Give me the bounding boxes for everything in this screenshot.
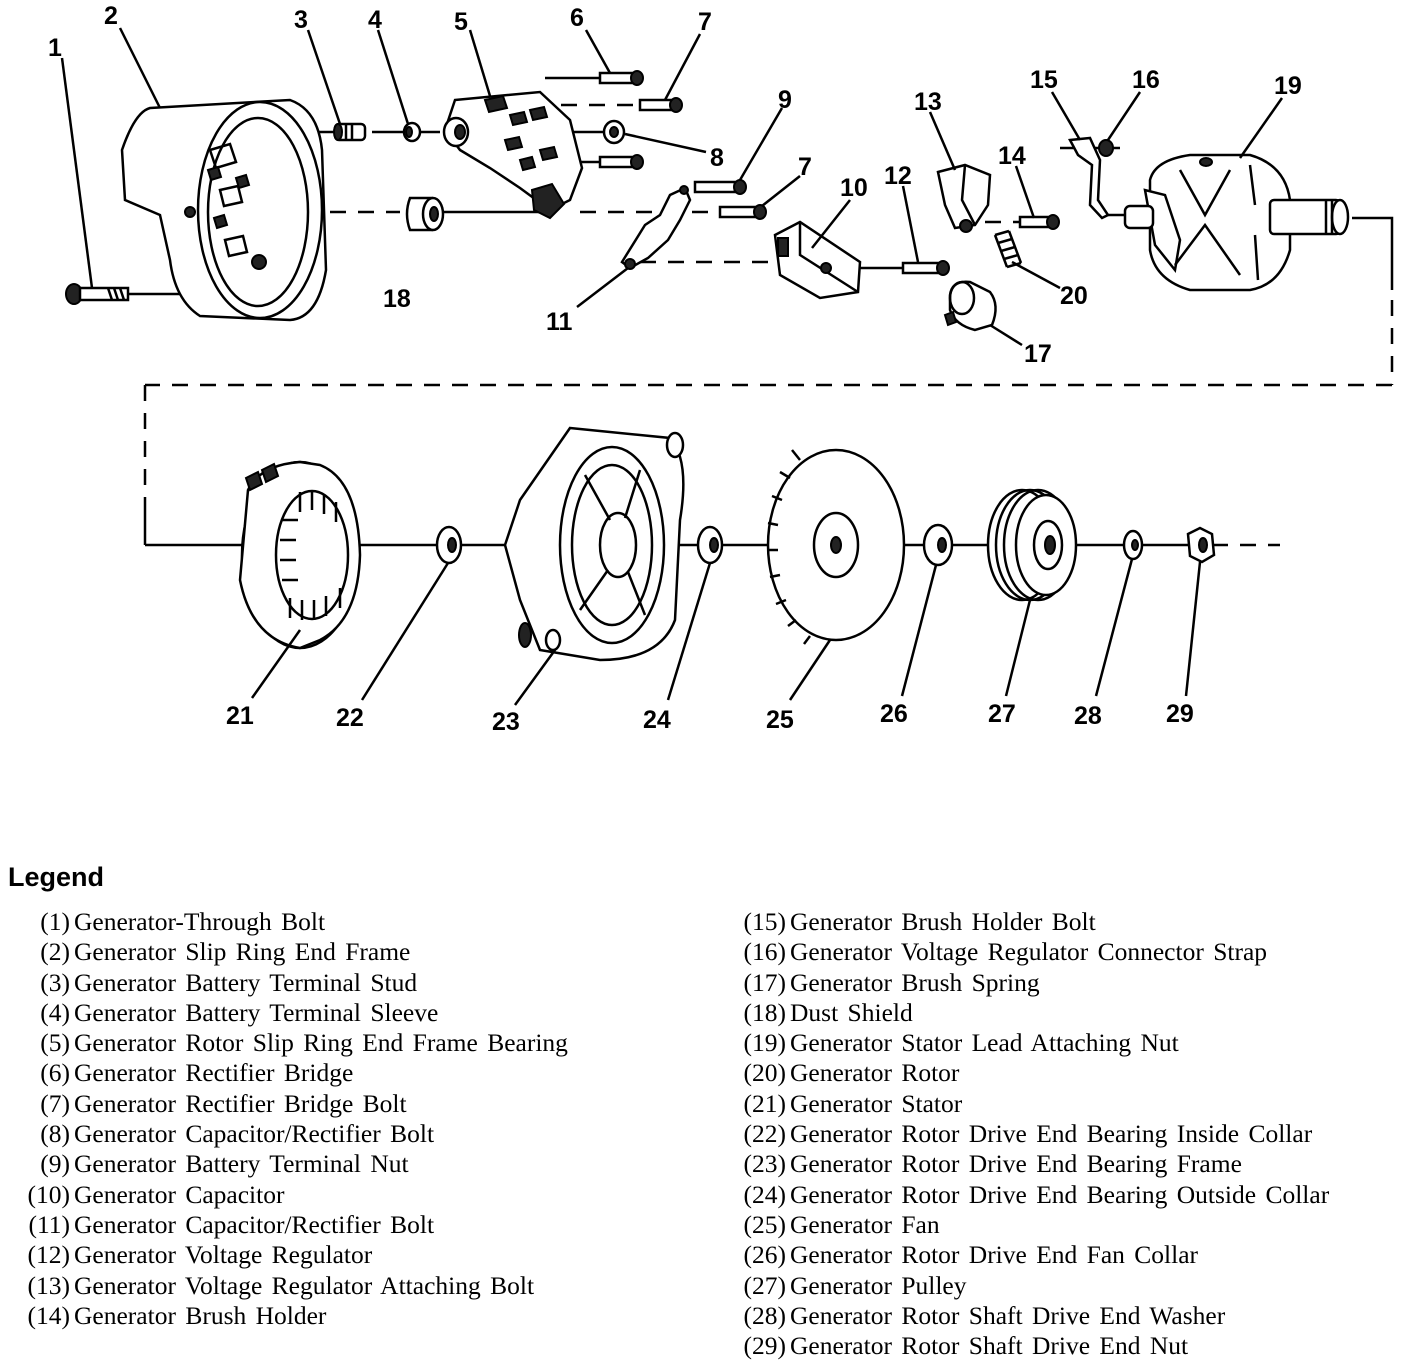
legend-item: (10)Generator Capacitor	[27, 1179, 285, 1209]
fan-collar	[922, 523, 954, 567]
legend-item: (1)Generator-Through Bolt	[40, 907, 326, 936]
legend-item: (4)Generator Battery Terminal Sleeve	[40, 997, 439, 1027]
legend-item: (14)Generator Brush Holder	[27, 1300, 327, 1330]
legend-item: (23)Generator Rotor Drive End Bearing Fr…	[743, 1149, 1242, 1179]
callout-29: 29	[1166, 700, 1194, 728]
regulator-attaching-bolt	[901, 260, 950, 276]
callout-17: 20	[1060, 282, 1088, 310]
through-bolt	[65, 283, 130, 305]
callout-20: 19	[1274, 72, 1302, 100]
callout-7-upper: 6	[570, 4, 584, 32]
rectifier-bridge-bolt-upper	[598, 70, 644, 86]
legend-title: Legend	[8, 862, 105, 892]
legend-right-column: (15)Generator Brush Holder Bolt (16)Gene…	[726, 907, 1330, 1361]
leader-lines	[60, 27, 1284, 706]
callout-9: 8	[710, 144, 724, 172]
callout-labels: 1 2 3 4 5 6 7 8 9 7 11 10 12 13 14 15 16…	[48, 2, 1302, 736]
legend-item: (19)Generator Stator Lead Attaching Nut	[743, 1028, 1179, 1058]
callout-8: 7	[698, 8, 712, 36]
callout-22: 22	[336, 704, 364, 732]
callout-1: 1	[48, 34, 62, 62]
brush-holder-bolt	[1018, 214, 1060, 230]
fan	[766, 448, 906, 645]
callout-26: 26	[880, 700, 908, 728]
legend-item: (11)Generator Capacitor/Rectifier Bolt	[28, 1209, 435, 1239]
legend-item: (3)Generator Battery Terminal Stud	[40, 967, 418, 997]
legend-item: (6)Generator Rectifier Bridge	[40, 1058, 354, 1088]
drive-end-bearing-frame	[503, 426, 685, 662]
legend-item: (7)Generator Rectifier Bridge Bolt	[40, 1088, 407, 1118]
callout-21: 21	[226, 702, 254, 730]
legend-item: (27)Generator Pulley	[743, 1270, 967, 1300]
callout-12: 10	[840, 174, 868, 202]
battery-terminal-nut	[602, 119, 626, 145]
callout-24: 24	[643, 706, 671, 734]
legend-item: (8)Generator Capacitor/Rectifier Bolt	[40, 1119, 435, 1149]
legend-item: (25)Generator Fan	[743, 1209, 940, 1239]
stator	[238, 460, 362, 650]
slip-ring-bearing	[405, 196, 445, 232]
shaft-nut	[1186, 526, 1216, 564]
callout-2: 2	[104, 2, 118, 30]
legend-item: (16)Generator Voltage Regulator Connecto…	[743, 937, 1268, 967]
callout-4: 4	[368, 6, 382, 34]
callout-11: 7	[798, 153, 812, 181]
voltage-regulator	[773, 220, 862, 300]
callout-3: 3	[294, 6, 308, 34]
rotor	[1123, 153, 1350, 292]
exploded-view-diagram: 1 2 3 4 5 6 7 8 9 7 11 10 12 13 14 15 16…	[48, 2, 1394, 736]
rectifier-bridge	[442, 90, 584, 220]
callout-23: 23	[492, 708, 520, 736]
legend-item: (17)Generator Brush Spring	[743, 967, 1040, 997]
legend-item: (15)Generator Brush Holder Bolt	[743, 907, 1096, 936]
legend-item: (26)Generator Rotor Drive End Fan Collar	[743, 1240, 1199, 1270]
callout-5: 18	[383, 285, 411, 313]
brush-holder	[936, 163, 992, 233]
stator-lead-nut	[1098, 139, 1114, 157]
capacitor-rectifier-bolt-11	[718, 204, 767, 220]
legend-item: (5)Generator Rotor Slip Ring End Frame B…	[40, 1028, 568, 1058]
callout-18: 17	[1024, 340, 1052, 368]
callout-14: 13	[914, 88, 942, 116]
shaft-washer	[1122, 529, 1144, 561]
legend-item: (18)Dust Shield	[743, 997, 913, 1027]
drive-end-outside-collar	[696, 525, 724, 565]
drive-end-inside-collar	[435, 525, 463, 565]
capacitor-rectifier-bolt-8	[638, 97, 683, 113]
slip-ring-end-frame	[120, 98, 328, 322]
legend-item: (28)Generator Rotor Shaft Drive End Wash…	[743, 1300, 1226, 1330]
callout-6: 5	[454, 8, 468, 36]
capacitor	[620, 185, 692, 270]
connector-strap	[1068, 136, 1110, 220]
pulley	[986, 488, 1078, 602]
callout-10: 11	[546, 308, 573, 336]
legend-item: (20)Generator Rotor	[743, 1058, 960, 1088]
rectifier-bridge-bolt-lower	[598, 154, 644, 170]
legend-item: (12)Generator Voltage Regulator	[27, 1240, 373, 1270]
callout-13: 12	[884, 162, 912, 190]
callout-27: 27	[988, 700, 1016, 728]
legend-item: (24)Generator Rotor Drive End Bearing Ou…	[743, 1179, 1330, 1209]
callout-28: 28	[1074, 702, 1102, 730]
battery-terminal-sleeve	[402, 121, 422, 143]
callout-15: 14	[998, 142, 1026, 170]
legend-left-column: (1)Generator-Through Bolt (2)Generator S…	[10, 907, 568, 1331]
legend-item: (9)Generator Battery Terminal Nut	[40, 1149, 409, 1179]
callout-25: 25	[766, 706, 794, 734]
legend-item: (29)Generator Rotor Shaft Drive End Nut	[743, 1331, 1189, 1361]
rectifier-bridge-bolt-middle	[693, 179, 747, 195]
callout-19: 16	[1132, 66, 1160, 94]
callout-16: 15	[1030, 66, 1058, 94]
dust-shield	[943, 280, 997, 332]
callout-7-middle: 9	[778, 86, 792, 114]
legend-item: (22)Generator Rotor Drive End Bearing In…	[743, 1119, 1313, 1149]
legend-item: (2)Generator Slip Ring End Frame	[40, 937, 411, 967]
legend-item: (13)Generator Voltage Regulator Attachin…	[27, 1270, 535, 1300]
brush-spring	[993, 229, 1023, 269]
legend-item: (21)Generator Stator	[743, 1088, 963, 1118]
battery-terminal-stud	[333, 122, 367, 142]
